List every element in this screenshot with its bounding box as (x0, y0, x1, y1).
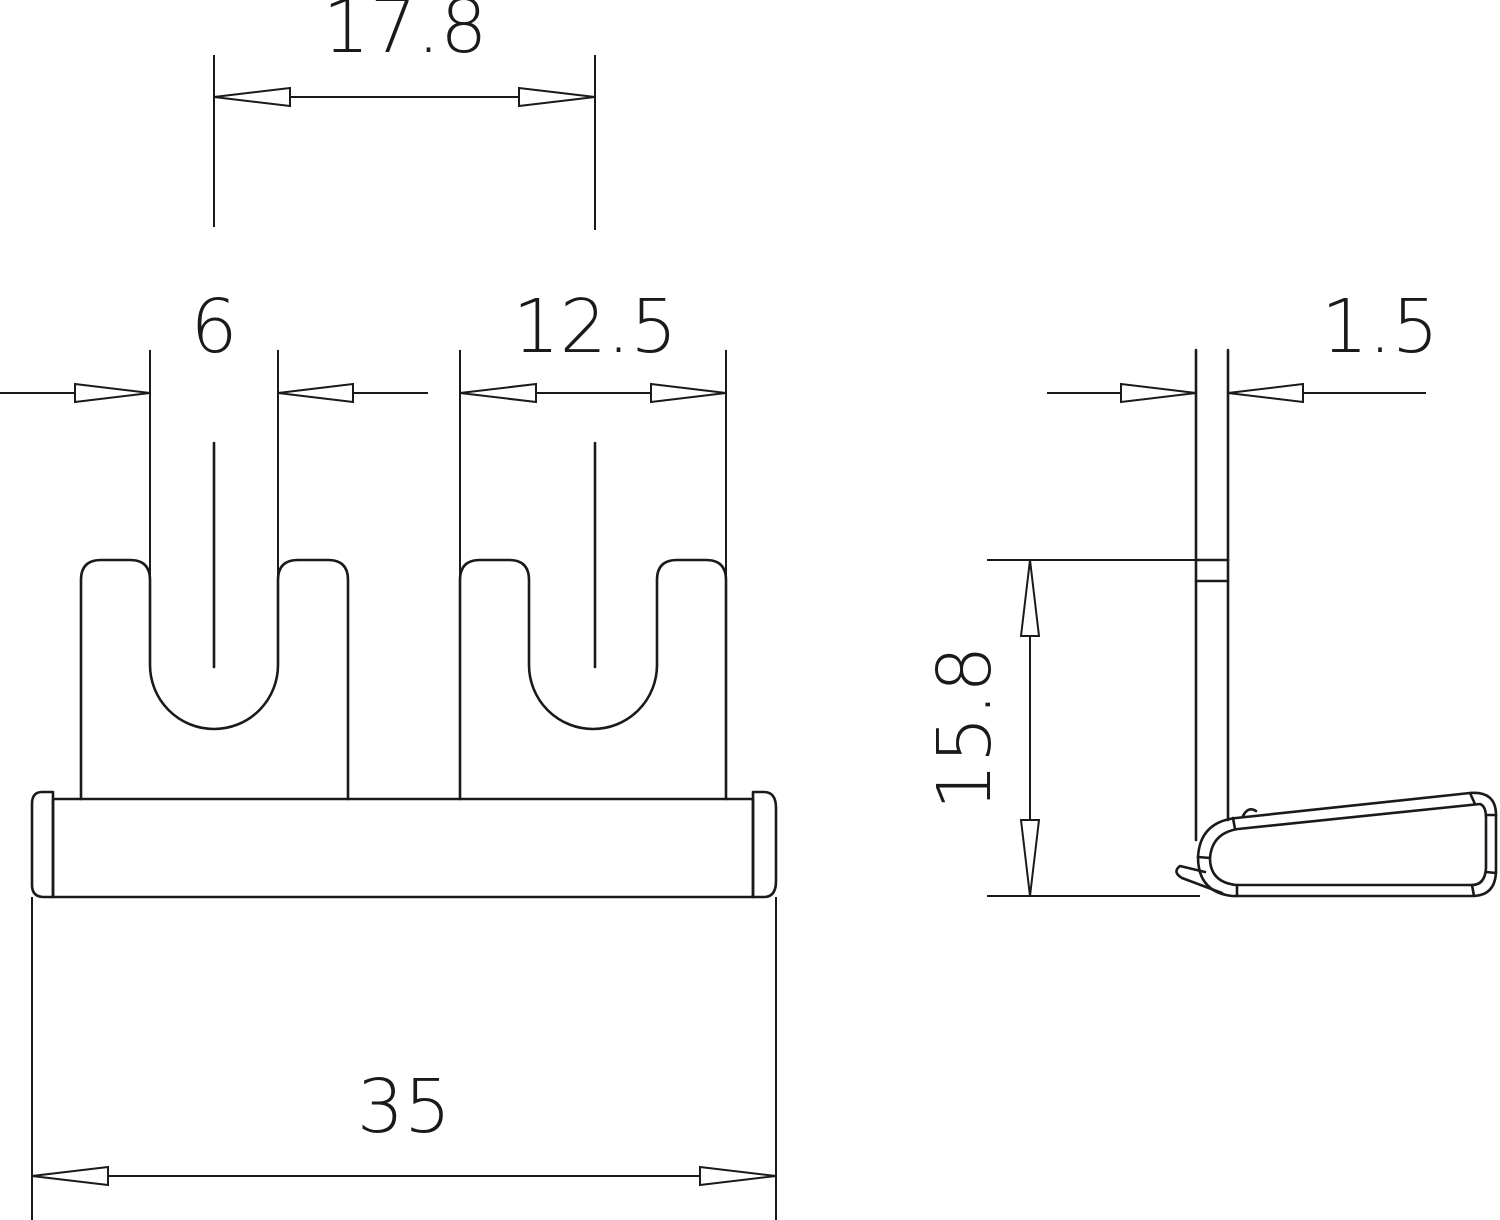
left-fork-outline (79, 558, 350, 801)
arrow-head (31, 1165, 109, 1187)
front-view (30, 350, 778, 899)
dim-label-35: 35 (357, 1064, 451, 1150)
clip-tab (1175, 864, 1224, 895)
arrow-head (1019, 559, 1041, 637)
base-bar (51, 797, 755, 899)
arrow-head (650, 382, 727, 404)
clip-outer (1196, 791, 1498, 898)
arrow-head (518, 86, 596, 108)
dim-label-1-5: 1.5 (1321, 284, 1439, 370)
clip-segment-tick (1196, 855, 1212, 860)
side-view (1175, 348, 1498, 898)
right-end-cap (751, 790, 778, 899)
arrow-head (74, 382, 151, 404)
left-end-cap (30, 790, 55, 899)
dim-label-17-8: 17.8 (323, 0, 488, 70)
arrow-head (699, 1165, 777, 1187)
dimension-top-span: 17.8 (213, 0, 596, 230)
arrow-head (277, 382, 354, 404)
dimension-slot-width: 6 (0, 284, 428, 404)
dim-label-12-5: 12.5 (513, 284, 678, 370)
arrow-head (1019, 819, 1041, 897)
clip-segment-tick (1231, 816, 1237, 831)
arrow-head (1227, 382, 1304, 404)
arrow-head (213, 86, 291, 108)
clip-bump (1241, 808, 1258, 818)
dim-label-6: 6 (190, 284, 237, 370)
clip-segment-tick (1468, 791, 1477, 806)
arrow-head (459, 382, 537, 404)
dimension-pitch: 12.5 (459, 284, 727, 404)
arrow-head (1120, 382, 1197, 404)
right-fork-outline (458, 558, 728, 801)
clip-segment-tick (1470, 883, 1476, 898)
dimension-total-width: 35 (31, 897, 777, 1220)
dimension-thickness: 1.5 (1047, 284, 1439, 404)
dim-label-15-8: 15.8 (922, 646, 1008, 811)
dimension-height: 15.8 (922, 559, 1200, 897)
clip-segment-tick (1484, 870, 1498, 875)
